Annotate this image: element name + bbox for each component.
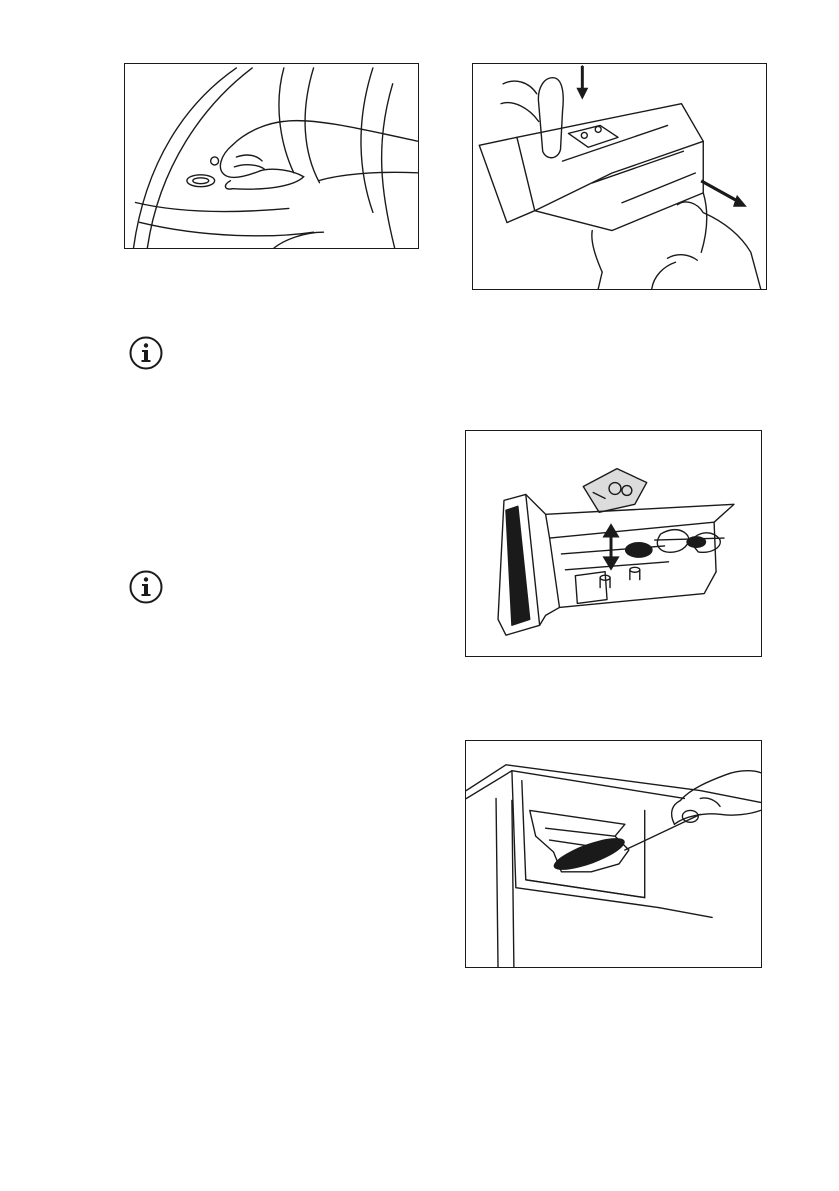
info-icon	[129, 336, 163, 370]
recess-cleaning-illustration	[466, 741, 761, 967]
figure-recess-cleaning	[465, 740, 762, 968]
door-seal-illustration	[125, 64, 418, 248]
figure-dispenser-removal	[472, 63, 767, 290]
info-icon	[129, 570, 163, 604]
dispenser-cleaning-illustration	[466, 431, 761, 656]
figure-dispenser-cleaning	[465, 430, 762, 657]
dispenser-removal-illustration	[473, 64, 766, 289]
figure-door-seal	[124, 63, 419, 249]
